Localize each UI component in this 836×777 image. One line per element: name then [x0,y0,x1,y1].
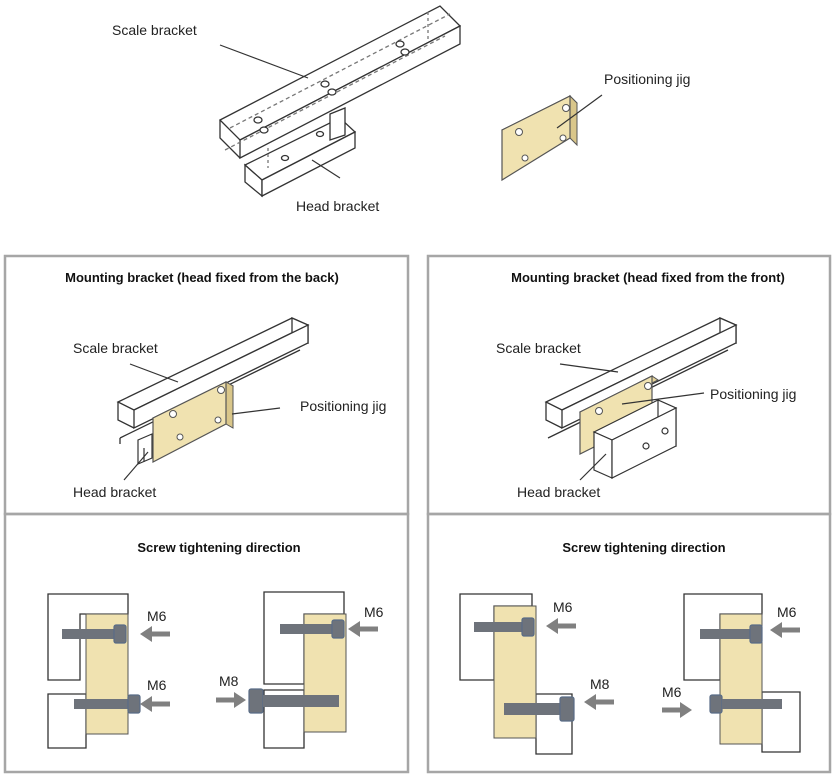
front-a-upper-bolt [474,617,535,637]
front-b-lower-size: M6 [662,684,682,700]
panel-back-screw-frame [3,512,410,774]
back-scale-bracket-label: Scale bracket [73,340,158,356]
top-illustration: Scale bracket Head bracket Positioning j… [112,5,690,214]
panel-front-screw: Screw tightening direction M6 M8 [459,540,800,755]
back-b-lower-bolt [248,688,339,714]
back-b-upper-size: M6 [364,604,384,620]
back-a-lower-bolt [74,694,141,714]
panel-front-screw-frame [426,512,832,774]
panel-front-mounting: Mounting bracket (head fixed from the fr… [496,270,796,500]
top-scale-bracket-rail [218,5,462,160]
top-positioning-jig-label: Positioning jig [604,71,690,87]
front-b-lower-bolt [709,694,782,714]
back-screw-figure-b: M6 M8 [216,591,384,749]
panel-front-title: Mounting bracket (head fixed from the fr… [511,270,785,285]
front-b-upper-bolt [700,624,763,644]
back-positioning-jig [151,381,235,463]
back-head-bracket-label: Head bracket [73,484,156,500]
panel-back-screw: Screw tightening direction M6 M6 [47,540,384,749]
front-head-bracket-label: Head bracket [517,484,600,500]
panel-back-screw-title: Screw tightening direction [137,540,300,555]
top-scale-bracket-label: Scale bracket [112,22,197,38]
top-head-bracket [243,107,357,198]
back-b-upper-bolt [280,619,345,639]
back-screw-figure-a: M6 M6 [47,593,170,749]
panel-back-mounting: Mounting bracket (head fixed from the ba… [65,270,386,500]
front-screw-figure-a: M6 M8 [459,593,614,755]
panel-back-title: Mounting bracket (head fixed from the ba… [65,270,339,285]
back-a-lower-size: M6 [147,677,167,693]
front-scale-bracket-label: Scale bracket [496,340,581,356]
front-positioning-jig-label: Positioning jig [710,386,796,402]
front-a-upper-size: M6 [553,599,573,615]
front-a-lower-bolt [504,696,575,722]
top-positioning-jig [501,94,578,182]
panel-front-screw-title: Screw tightening direction [562,540,725,555]
top-head-bracket-label: Head bracket [296,198,379,214]
back-positioning-jig-label: Positioning jig [300,398,386,414]
back-b-lower-size: M8 [219,673,239,689]
front-a-lower-size: M8 [590,676,610,692]
front-b-upper-size: M6 [777,604,797,620]
front-head-bracket [592,399,678,479]
back-head-bracket [137,433,153,465]
back-a-upper-size: M6 [147,608,167,624]
back-a-upper-bolt [62,624,127,644]
front-screw-figure-b: M6 M6 [662,593,800,753]
